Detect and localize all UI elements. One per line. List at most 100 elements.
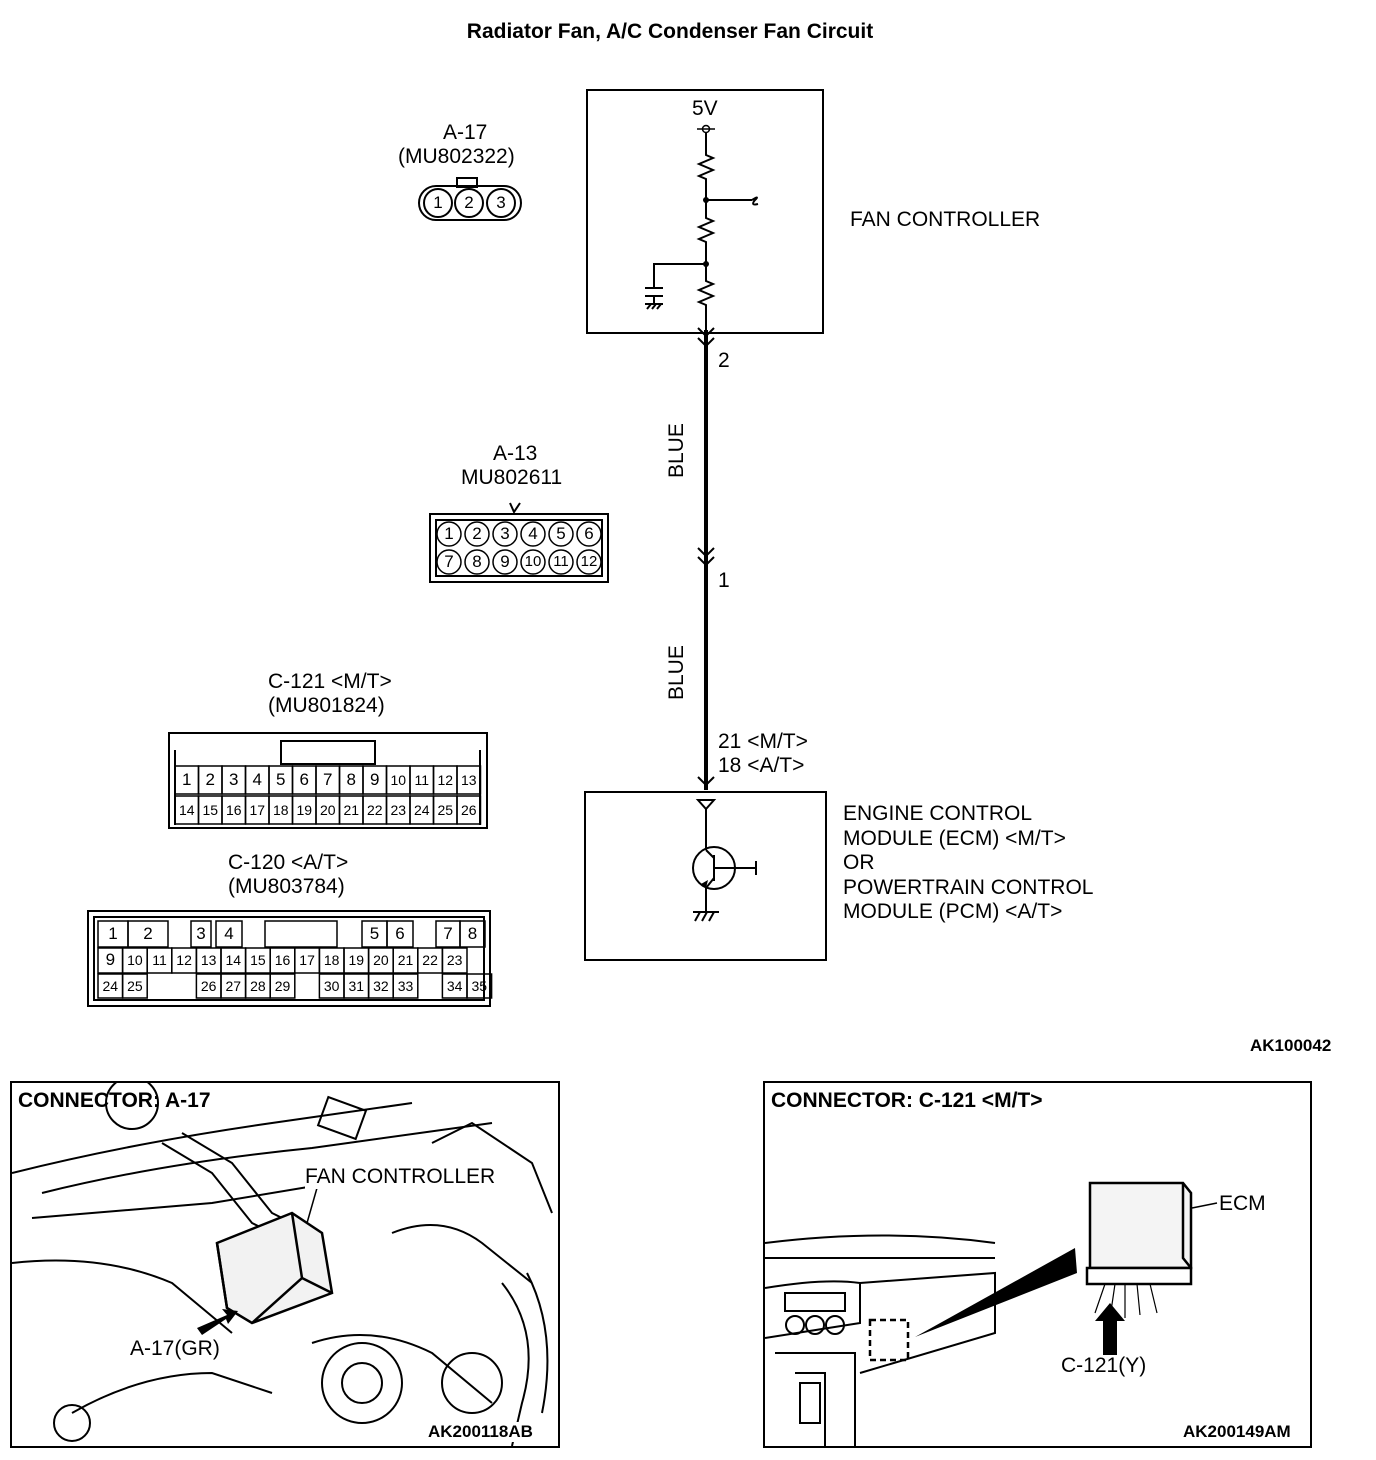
connector-pin: 7 <box>443 924 453 943</box>
pin-cavity <box>464 549 490 575</box>
pin-cavity <box>436 521 462 547</box>
wire-color-lower: BLUE <box>665 645 688 700</box>
pin-cavity <box>121 973 148 999</box>
ecm-line-3: OR <box>843 851 875 874</box>
pin-cavity <box>269 973 296 999</box>
ecm-label: ENGINE CONTROL MODULE (ECM) <M/T> OR POW… <box>843 802 1093 925</box>
connector-pin: 14 <box>225 952 242 968</box>
connector-pin: 20 <box>319 802 336 818</box>
c120-connector-face <box>87 910 491 1007</box>
connector-pin: 13 <box>200 952 217 968</box>
c121-name: C-121 <M/T> <box>268 670 392 693</box>
supply-voltage: 5V <box>692 97 718 120</box>
panel-right-code: AK200149AM <box>1183 1422 1291 1441</box>
connector-pin: 9 <box>370 770 380 789</box>
connector-pin: 6 <box>395 924 405 943</box>
connector-pin: 1 <box>444 524 454 543</box>
connector-pin: 18 <box>323 952 340 968</box>
pin-cavity <box>520 549 546 575</box>
c120-part: (MU803784) <box>228 875 345 898</box>
pin-cavity <box>520 521 546 547</box>
pin-cavity <box>127 920 169 948</box>
a17-pin-1: 1 <box>433 193 443 212</box>
ecm-line-1: ENGINE CONTROL <box>843 802 1033 825</box>
connector-pin: 9 <box>105 950 116 969</box>
connector-pin: 13 <box>460 772 477 788</box>
connector-pin: 15 <box>250 952 266 968</box>
c121-part: (MU801824) <box>268 694 385 717</box>
ecm-box <box>584 791 827 961</box>
connector-pin: 3 <box>196 924 206 943</box>
wire-connectors <box>695 327 717 811</box>
connector-pin: 8 <box>467 924 478 943</box>
pin-cavity <box>215 920 243 948</box>
connector-pin: 1 <box>182 770 192 789</box>
connector-pin: 12 <box>580 553 598 570</box>
engine-bay-illustration <box>12 1083 553 1446</box>
connector-pin: 10 <box>524 553 542 570</box>
connector-pin: 25 <box>127 978 143 994</box>
pin-cavity <box>436 549 462 575</box>
connector-pin: 29 <box>274 978 291 994</box>
pin-cavity <box>190 920 212 948</box>
pin-mt-label: 21 <M/T> <box>718 730 808 753</box>
ecm-line-5: MODULE (PCM) <A/T> <box>843 900 1063 923</box>
connector-pin: 10 <box>127 952 143 968</box>
connector-pin: 3 <box>500 524 510 543</box>
connector-pin: 6 <box>299 770 309 789</box>
connector-pin: 27 <box>225 978 242 994</box>
resistor-network <box>645 133 759 340</box>
connector-pin: 32 <box>373 978 389 994</box>
a17-part: (MU802322) <box>398 145 515 168</box>
connector-pin: 2 <box>205 770 215 789</box>
connector-pin: 7 <box>444 552 454 571</box>
c120-name: C-120 <A/T> <box>228 851 349 874</box>
connector-pin: 24 <box>413 802 430 818</box>
a17-name: A-17 <box>443 121 488 144</box>
connector-pin: 22 <box>422 952 438 968</box>
connector-pin: 2 <box>143 924 153 943</box>
fan-controller-module <box>215 1211 334 1325</box>
connector-pin: 11 <box>152 952 167 968</box>
pin-cavity <box>492 521 518 547</box>
pin-cavity <box>492 549 518 575</box>
connector-pin: 17 <box>299 952 315 968</box>
connector-pin: 8 <box>346 770 356 789</box>
pin-cavity <box>548 521 574 547</box>
connector-pin: 21 <box>397 952 414 968</box>
connector-pin: 19 <box>296 802 313 818</box>
connector-pin: 1 <box>108 924 118 943</box>
wire-color-upper: BLUE <box>665 423 688 478</box>
a13-connector-face <box>429 502 609 583</box>
connector-pin: 6 <box>584 524 594 543</box>
panel-left-code: AK200118AB <box>428 1422 533 1442</box>
panel-left-title: CONNECTOR: A-17 <box>18 1089 211 1112</box>
pin-cavity <box>456 795 482 825</box>
connector-pin: 20 <box>373 952 389 968</box>
connector-pin: 3 <box>229 770 239 789</box>
fan-controller-label: FAN CONTROLLER <box>850 208 1041 231</box>
diagram-code: AK100042 <box>1250 1036 1332 1055</box>
pin-cavity <box>264 920 338 948</box>
pin-cavity <box>466 973 493 999</box>
callout-c121: C-121(Y) <box>1061 1354 1147 1377</box>
connector-pin: 9 <box>500 552 510 571</box>
pin-cavity <box>392 973 419 999</box>
connector-pin: 5 <box>276 770 286 789</box>
pin-cavity <box>576 521 602 547</box>
connector-pin: 15 <box>202 802 219 818</box>
connector-pin: 26 <box>200 978 217 994</box>
connector-pin: 12 <box>437 772 454 788</box>
connector-pin: 7 <box>323 770 333 789</box>
connector-pin: 30 <box>323 978 340 994</box>
c121-arrow <box>1095 1303 1125 1355</box>
connector-pin: 4 <box>252 770 262 789</box>
connector-pin: 14 <box>178 802 195 818</box>
connector-pin: 5 <box>369 924 380 943</box>
connector-pin: 2 <box>472 524 482 543</box>
connector-pin: 34 <box>446 978 463 994</box>
pin-cavity <box>456 765 482 795</box>
diagram-title: Radiator Fan, A/C Condenser Fan Circuit <box>466 20 874 43</box>
a17-pin-2: 2 <box>464 193 474 212</box>
transistor-symbol <box>692 809 757 922</box>
